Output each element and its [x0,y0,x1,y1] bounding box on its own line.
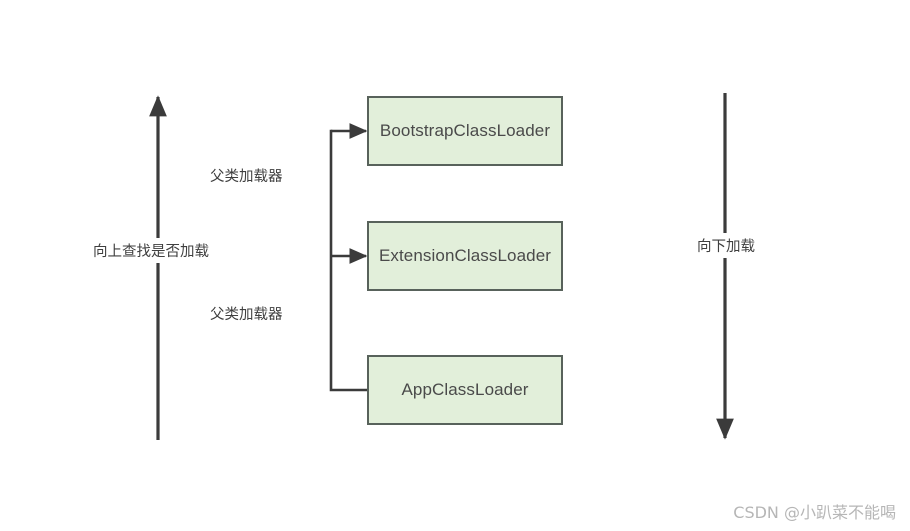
edge-label-parent-upper: 父类加载器 [210,169,283,185]
csdn-watermark: CSDN @小趴菜不能喝 [733,503,896,522]
node-app-class-loader[interactable]: AppClassLoader [367,355,563,425]
edge-label-parent-lower: 父类加载器 [210,307,283,323]
delegation-trunk [329,129,368,392]
axis-label-right: 向下加载 [692,233,760,258]
node-extension-class-loader[interactable]: ExtensionClassLoader [367,221,563,291]
node-bootstrap-class-loader[interactable]: BootstrapClassLoader [367,96,563,166]
node-bootstrap-class-loader-label: BootstrapClassLoader [379,121,551,140]
node-extension-class-loader-label: ExtensionClassLoader [378,246,552,265]
axis-label-left: 向上查找是否加载 [88,238,214,263]
node-app-class-loader-label: AppClassLoader [401,380,529,399]
